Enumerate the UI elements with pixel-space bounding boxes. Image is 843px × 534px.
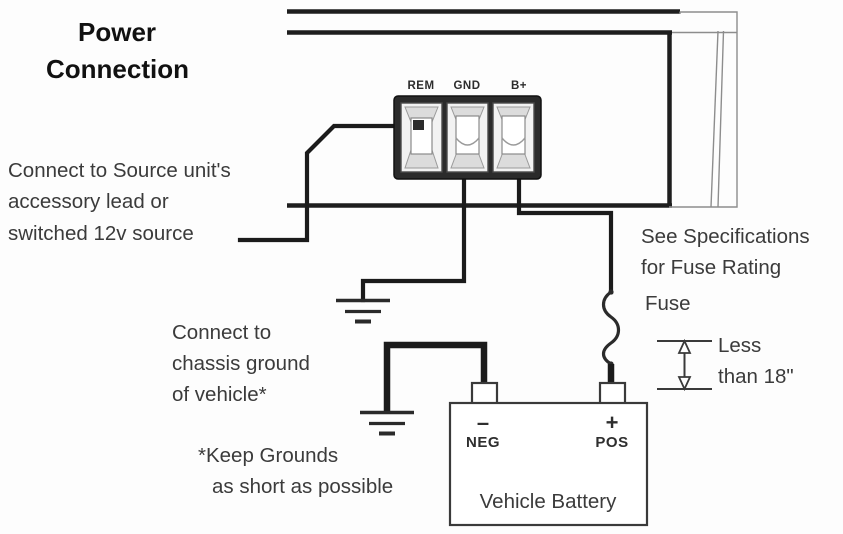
keep-grounds-line-2: as short as possible	[212, 475, 393, 498]
battery-negative-sign: –	[477, 410, 489, 435]
amp-side-panel-crease-a	[710, 30, 719, 208]
annotation-fuse-rating: See Specifications for Fuse Rating Fuse	[641, 225, 810, 315]
rem-screw	[413, 120, 424, 130]
fuse-rating-line-2: for Fuse Rating	[641, 256, 781, 279]
terminal-label-rem: REM	[407, 80, 434, 92]
amp-side-panel-crease-b	[717, 30, 725, 208]
keep-grounds-line-1: *Keep Grounds	[198, 444, 338, 467]
fuse-label: Fuse	[645, 292, 691, 315]
source-unit-line-3: switched 12v source	[8, 222, 194, 245]
battery-negative-wire	[383, 341, 488, 412]
terminal-block[interactable]: REM GND B+	[393, 80, 542, 180]
fuse-squiggle-icon	[601, 290, 621, 366]
fuse-node-top	[608, 289, 614, 295]
ground-wire	[360, 125, 467, 303]
amp-side-panel-outline	[669, 11, 738, 208]
dimension-arrowhead-up	[677, 338, 692, 354]
terminal-label-bplus: B+	[511, 80, 527, 92]
annotation-keep-grounds: *Keep Grounds as short as possible	[198, 444, 393, 498]
wiring-harness	[237, 123, 621, 412]
title-line-2: Connection	[46, 54, 189, 84]
terminal-label-gnd: GND	[453, 80, 480, 92]
source-unit-line-1: Connect to Source unit's	[8, 159, 231, 182]
fuse-rating-line-1: See Specifications	[641, 225, 810, 248]
terminal-socket-bplus[interactable]	[492, 102, 535, 173]
page-title: Power Connection	[46, 17, 189, 84]
chassis-ground-line-1: Connect to	[172, 321, 271, 344]
battery-negative-label: NEG	[466, 434, 500, 451]
battery-body	[448, 401, 649, 527]
chassis-ground-line-2: chassis ground	[172, 352, 310, 375]
earth-ground-icon-battery	[360, 410, 414, 436]
remote-wire	[237, 123, 413, 243]
battery-positive-label: POS	[595, 434, 628, 451]
source-unit-line-2: accessory lead or	[8, 190, 169, 213]
annotation-length-limit: Less than 18"	[718, 334, 794, 388]
terminal-socket-gnd[interactable]	[446, 102, 489, 173]
double-arrow-icon	[657, 338, 712, 392]
battery-positive-sign: +	[606, 410, 619, 435]
dimension-arrowhead-down	[677, 376, 692, 392]
length-limit-line-2: than 18"	[718, 365, 794, 388]
vehicle-battery: – + NEG POS Vehicle Battery	[448, 381, 649, 527]
battery-positive-post	[598, 381, 627, 407]
annotation-chassis-ground: Connect to chassis ground of vehicle*	[172, 321, 310, 406]
amplifier-chassis	[287, 9, 738, 208]
annotation-source-unit: Connect to Source unit's accessory lead …	[8, 159, 231, 245]
terminal-socket-rem[interactable]	[400, 102, 443, 173]
length-limit-line-1: Less	[718, 334, 761, 357]
title-line-1: Power	[78, 17, 156, 47]
chassis-ground-line-3: of vehicle*	[172, 383, 267, 406]
battery-negative-post	[470, 381, 499, 407]
earth-ground-icon-amp	[336, 298, 390, 324]
battery-name-label: Vehicle Battery	[480, 490, 617, 513]
